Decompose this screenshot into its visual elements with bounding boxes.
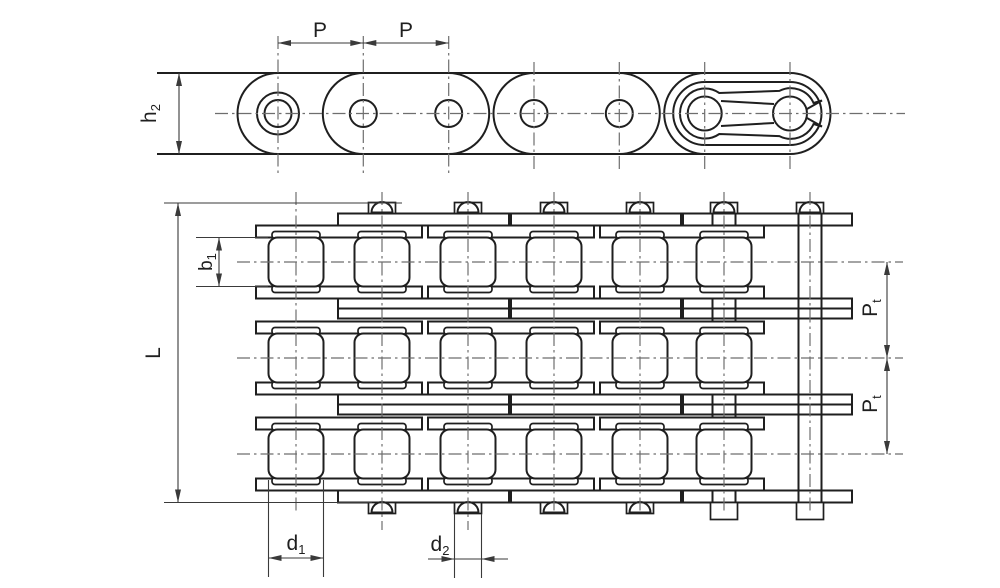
pin-head-dome [712,201,736,214]
label-roller-diameter-d1: d1 [287,532,306,557]
label-pin-length-L: L [142,347,165,359]
pin-head-dome [370,201,394,214]
pin-head-dome [370,501,394,514]
outer-plate-edge [510,307,682,320]
outer-plate-edge [337,307,510,320]
plate-end-cap-left [236,72,279,155]
pin-head-dome [628,501,652,514]
dimension-arrow [310,555,324,561]
outer-plate-edge [510,489,682,504]
dimension-arrow [176,141,182,154]
plate-end-cap-left [321,72,364,155]
dimension-arrow [363,40,377,46]
outer-plate-edge [337,212,510,227]
dimension-arrow [175,489,181,503]
spring-clip-inner-edge [720,100,775,127]
outer-plate-edge [337,297,510,310]
outer-plate-edge [682,297,853,310]
dimension-arrow [216,237,222,251]
dimension-arrow [216,273,222,287]
outer-plate-edge [682,393,853,406]
outer-plate-edge [510,393,682,406]
outer-plate-edge [682,489,853,504]
label-pitch-2: P [399,19,413,42]
label-pin-diameter-d2: d2 [431,533,450,558]
pin-head-dome [542,201,566,214]
spring-clip [679,87,823,140]
dimension-arrow [884,262,890,275]
dimension-labels: P P h2 L b1 Pt Pt d1 d2 [138,19,884,558]
pin-head-dome [456,201,480,214]
outer-plate-edge [682,212,853,227]
plate-end-cap-left [492,72,535,155]
label-plate-height-h2: h2 [138,104,163,123]
label-transverse-pitch-1: Pt [859,299,884,317]
outer-plate-edge [337,393,510,406]
outer-plate-edge [337,403,510,416]
pin-head-dome [456,501,480,514]
dimension-arrow [278,40,291,46]
dimension-lines [164,40,890,578]
pin-head-dome [798,201,822,214]
dimension-arrow [884,358,890,371]
label-inner-width-b1: b1 [196,253,219,271]
outer-plate-edge [510,297,682,310]
pin-head-dome [628,201,652,214]
dimension-arrow [884,345,890,358]
plate-end-cap-right [448,72,491,155]
outer-plate-edge [337,489,510,504]
pin-head-dome [542,501,566,514]
dimension-arrow [481,556,495,562]
outer-plate-edge [682,307,853,320]
outer-plate-edge [510,212,682,227]
dimension-arrow [268,555,282,561]
dimension-arrow [435,40,449,46]
outer-plate-edge [510,403,682,416]
dimension-arrow [441,556,455,562]
dimension-arrow [175,203,181,216]
label-transverse-pitch-2: Pt [859,395,884,413]
dimension-arrow [884,441,890,454]
label-pitch-1: P [313,19,327,42]
dimension-arrow [176,73,182,86]
plate-end-cap-right [619,72,661,155]
dimension-arrow [350,40,364,46]
centerlines [215,36,905,530]
side-view-chain-elevation [157,72,832,155]
outer-plate-edge [682,403,853,416]
